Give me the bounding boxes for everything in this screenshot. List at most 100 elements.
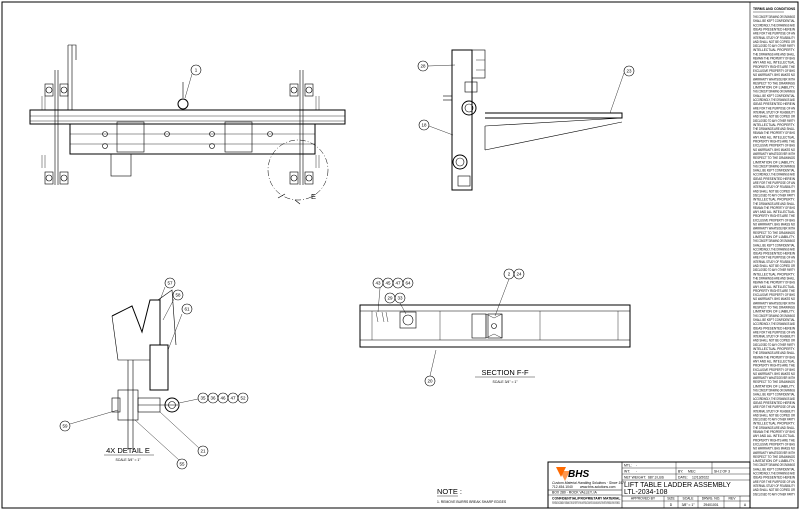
balloon-section-43: 43 bbox=[375, 281, 381, 286]
terms-line: NO WARRANTY. BHS MAKES NO bbox=[753, 148, 795, 152]
terms-line: AND SHALL NOT BE COPIED OR bbox=[753, 189, 795, 193]
terms-line: IDEAS PRESENTED HEREIN bbox=[753, 27, 795, 31]
by-value: MEC bbox=[688, 470, 696, 474]
terms-line: ARE FOR THE PURPOSE OF AN bbox=[753, 480, 795, 484]
terms-line: RESPECT TO THE DRAWINGS bbox=[753, 380, 796, 384]
terms-line: RESPECT TO THE DRAWINGS bbox=[753, 81, 796, 85]
drawing-title: LIFT TABLE LADDER ASSEMBLY bbox=[624, 482, 731, 489]
wt-value: - bbox=[636, 470, 637, 474]
terms-line: AND SHALL NOT BE COPIED OR bbox=[753, 413, 795, 417]
rev-label: REV bbox=[729, 497, 737, 501]
terms-line: RESPECT TO THE DRAWINGS bbox=[753, 306, 796, 310]
terms-line: INTERNAL STUDY OF FEASIBILITY bbox=[753, 36, 796, 40]
detail-view-scale: SCALE 3/4" = 1" bbox=[116, 458, 142, 462]
terms-line: INTELLECTUAL PROPERTY. bbox=[753, 272, 795, 276]
balloon-detail-36: 36 bbox=[210, 396, 216, 401]
balloon-section-20: 20 bbox=[427, 379, 433, 384]
terms-line: REMAIN THE PROPERTY OF BHS bbox=[753, 57, 796, 61]
terms-line: SHALL BE KEPT CONFIDENTIAL bbox=[753, 467, 795, 471]
approved-by-label: APPROVED BY bbox=[631, 497, 656, 501]
terms-line: EXCLUSIVE PROPERTY OF BHS bbox=[753, 442, 796, 446]
terms-line: WARRANTY WHATSOEVER WITH bbox=[753, 301, 795, 305]
terms-line: INTERNAL STUDY OF FEASIBILITY bbox=[753, 110, 796, 114]
terms-line: SHALL BE KEPT CONFIDENTIAL bbox=[753, 19, 795, 23]
terms-line: IDEAS PRESENTED HEREIN bbox=[753, 102, 795, 106]
side-view: 28 18 23 bbox=[417, 49, 635, 191]
side-post bbox=[451, 49, 473, 191]
terms-line: ACCORDINGLY, THE DRAWINGS AND bbox=[753, 472, 795, 476]
company-web: www.bhs-solutions.com bbox=[580, 485, 616, 489]
terms-line: PROPERTY RIGHTS ARE THE bbox=[753, 65, 796, 69]
terms-line: THE DRAWINGS ARE AND SHALL bbox=[753, 52, 795, 56]
balloon-side-18: 18 bbox=[421, 123, 427, 128]
terms-line: ARE FOR THE PURPOSE OF AN bbox=[753, 330, 795, 334]
balloon-side-23: 23 bbox=[626, 69, 632, 74]
net-weight-label: NET WEIGHT: bbox=[624, 476, 646, 480]
terms-line: ACCORDINGLY, THE DRAWINGS AND bbox=[753, 23, 795, 27]
terms-line: WARRANTY WHATSOEVER WITH bbox=[753, 77, 795, 81]
bhs-logo: BHS bbox=[556, 467, 589, 481]
terms-line: LIMITATION OF LIABILITY. bbox=[753, 384, 795, 388]
drawing-no-label: DRWG. NO. bbox=[702, 497, 721, 501]
terms-line: PROPERTY RIGHTS ARE THE bbox=[753, 289, 796, 293]
terms-line: DISCLOSED TO ANY OTHER PARTY bbox=[753, 119, 796, 123]
balloon-section-24: 24 bbox=[516, 272, 522, 277]
terms-line: INTELLECTUAL PROPERTY. bbox=[753, 347, 795, 351]
terms-line: ANY AND ALL INTELLECTUAL bbox=[753, 359, 795, 363]
balloon-section-64: 64 bbox=[405, 281, 411, 286]
balloon-section-2: 2 bbox=[508, 272, 511, 277]
terms-line: THIS CONCEPT DRAWING OR DRAWINGS bbox=[753, 164, 795, 168]
terms-line: ACCORDINGLY, THE DRAWINGS AND bbox=[753, 173, 795, 177]
front-view: E 1 bbox=[29, 44, 346, 205]
terms-line: WARRANTY WHATSOEVER WITH bbox=[753, 376, 795, 380]
scale-label: SCALE bbox=[682, 497, 694, 501]
terms-line: WARRANTY WHATSOEVER WITH bbox=[753, 227, 795, 231]
terms-line: REMAIN THE PROPERTY OF BHS bbox=[753, 131, 796, 135]
terms-line: LIMITATION OF LIABILITY. bbox=[753, 459, 795, 463]
terms-line: THIS CONCEPT DRAWING OR DRAWINGS bbox=[753, 90, 795, 94]
terms-line: PROPERTY RIGHTS ARE THE bbox=[753, 438, 796, 442]
terms-line: ANY AND ALL INTELLECTUAL bbox=[753, 135, 795, 139]
terms-line: RESPECT TO THE DRAWINGS bbox=[753, 156, 796, 160]
size-label: SIZE bbox=[667, 497, 675, 501]
rev-value: A bbox=[744, 503, 747, 507]
terms-line: AND SHALL NOT BE COPIED OR bbox=[753, 264, 795, 268]
balloon-section-47: 47 bbox=[395, 281, 401, 286]
balloon-detail-52: 52 bbox=[240, 396, 246, 401]
confidential-text: THE INFORMATION CONTAINED IN THIS DRAWIN… bbox=[552, 501, 620, 505]
terms-line: INTELLECTUAL PROPERTY. bbox=[753, 123, 795, 127]
note-item-1: 1. REMOVE BURRS BREAK SHARP EDGES bbox=[437, 500, 507, 504]
terms-line: INTERNAL STUDY OF FEASIBILITY bbox=[753, 185, 796, 189]
terms-line: IDEAS PRESENTED HEREIN bbox=[753, 177, 795, 181]
terms-line: INTERNAL STUDY OF FEASIBILITY bbox=[753, 260, 796, 264]
terms-line: LIMITATION OF LIABILITY. bbox=[753, 86, 795, 90]
terms-line: DISCLOSED TO ANY OTHER PARTY bbox=[753, 492, 796, 496]
company-contact: 712.454.1040 bbox=[552, 485, 573, 489]
company-name: BHS bbox=[568, 469, 589, 480]
front-main-beam bbox=[29, 109, 346, 125]
terms-line: ARE FOR THE PURPOSE OF AN bbox=[753, 106, 795, 110]
terms-line: NO WARRANTY. BHS MAKES NO bbox=[753, 73, 795, 77]
terms-line: THIS CONCEPT DRAWING OR DRAWINGS bbox=[753, 463, 795, 467]
terms-line: THE DRAWINGS ARE AND SHALL bbox=[753, 351, 795, 355]
terms-line: ACCORDINGLY, THE DRAWINGS AND bbox=[753, 98, 795, 102]
terms-line: INTERNAL STUDY OF FEASIBILITY bbox=[753, 484, 796, 488]
terms-heading: TERMS AND CONDITIONS bbox=[753, 7, 796, 11]
lifting-eye bbox=[177, 98, 189, 110]
balloon-section-29: 29 bbox=[387, 296, 393, 301]
terms-column: TERMS AND CONDITIONS THIS CONCEPT DRAWIN… bbox=[753, 7, 796, 496]
terms-line: AND SHALL NOT BE COPIED OR bbox=[753, 339, 795, 343]
terms-line: THE DRAWINGS ARE AND SHALL bbox=[753, 276, 795, 280]
terms-line: INTERNAL STUDY OF FEASIBILITY bbox=[753, 409, 796, 413]
mtl-value: - bbox=[636, 464, 637, 468]
terms-line: DISCLOSED TO ANY OTHER PARTY bbox=[753, 268, 796, 272]
terms-line: ARE FOR THE PURPOSE OF AN bbox=[753, 256, 795, 260]
terms-line: ACCORDINGLY, THE DRAWINGS AND bbox=[753, 247, 795, 251]
balloon-section-45: 45 bbox=[385, 281, 391, 286]
detail-view-label: 4X DETAIL E bbox=[106, 446, 150, 455]
terms-line: THE DRAWINGS ARE AND SHALL bbox=[753, 426, 795, 430]
terms-line: INTERNAL STUDY OF FEASIBILITY bbox=[753, 335, 796, 339]
